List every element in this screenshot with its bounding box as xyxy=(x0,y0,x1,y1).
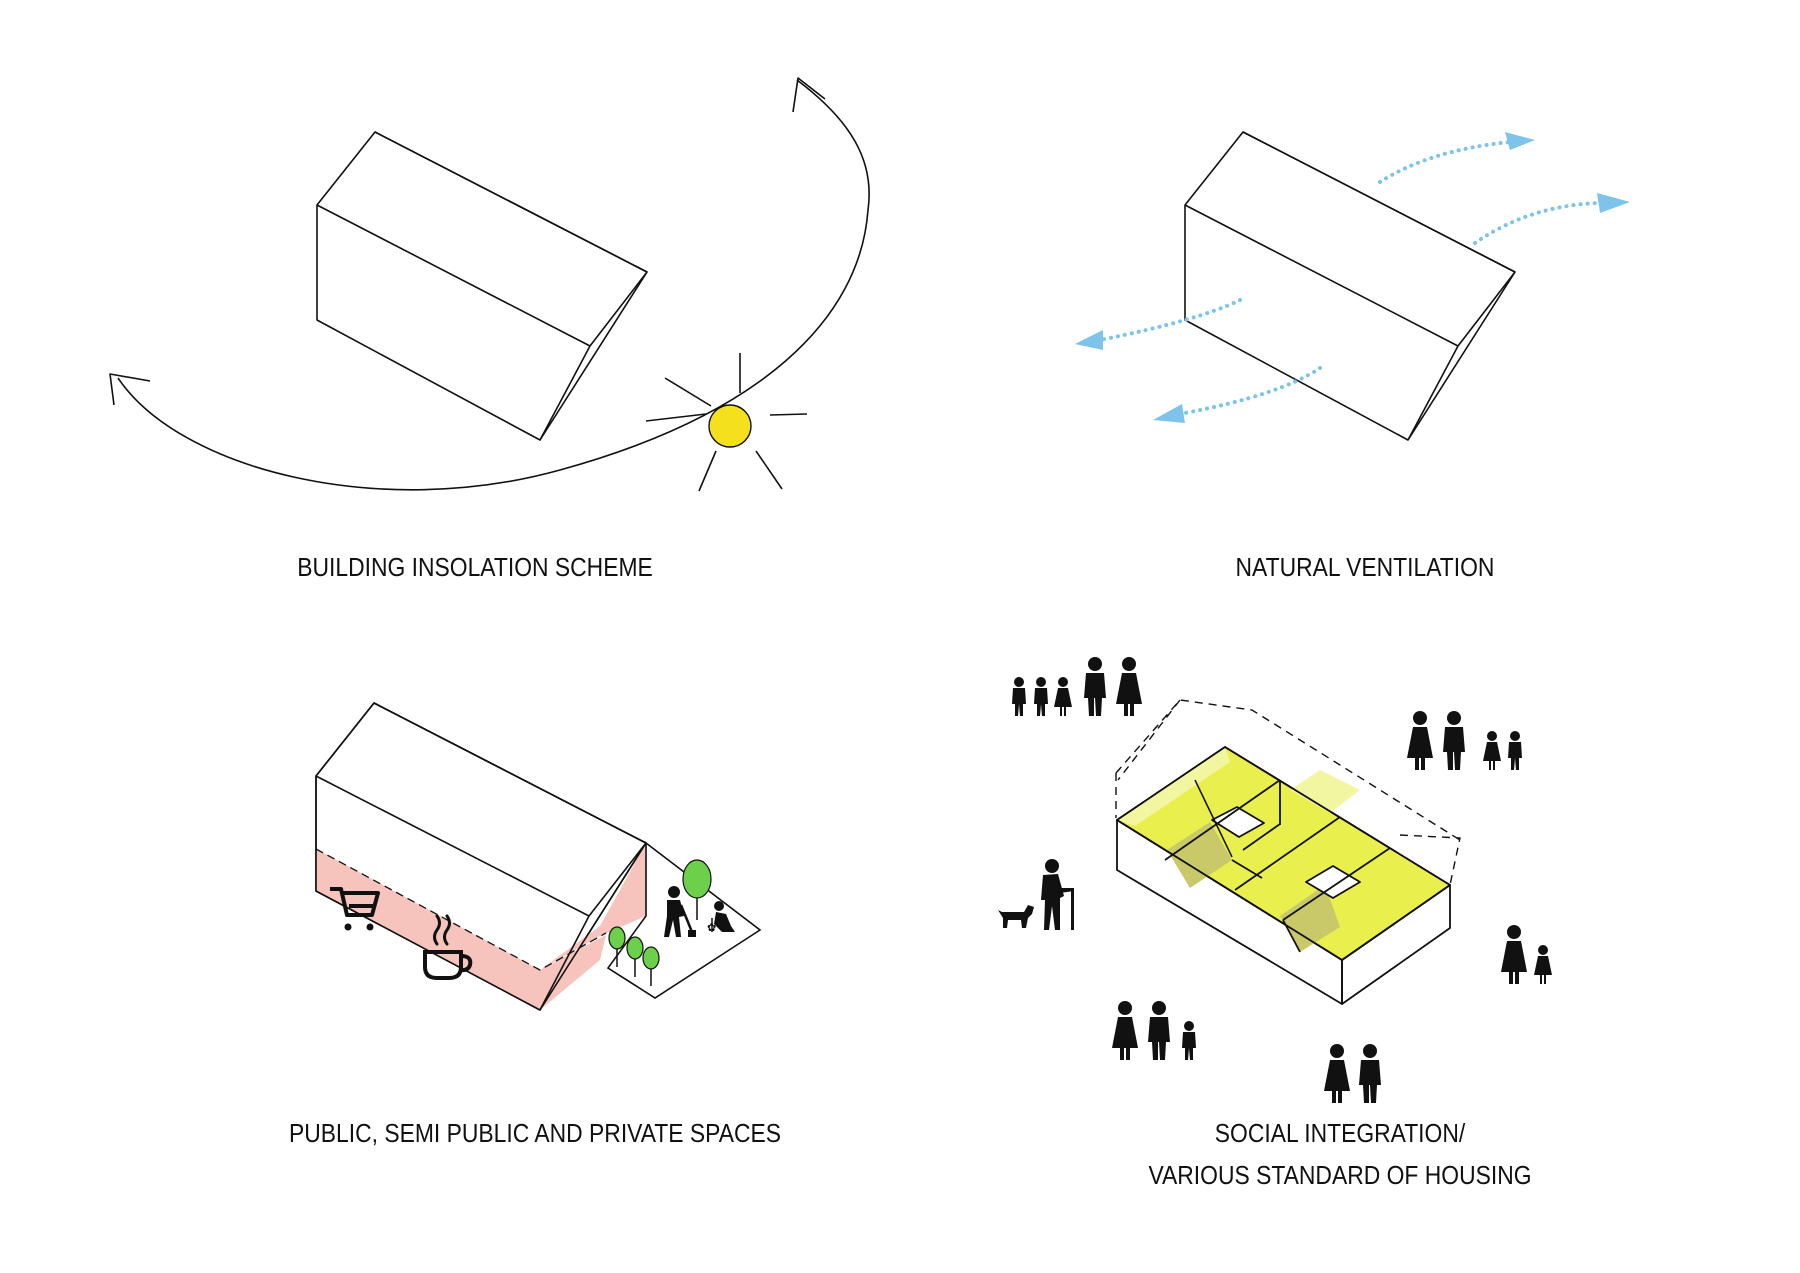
house-volume xyxy=(316,131,648,441)
caption-text: BUILDING INSOLATION SCHEME xyxy=(297,552,653,582)
roof-outline-dashed xyxy=(1115,699,1461,886)
caption-line-2: VARIOUS STANDARD OF HOUSING xyxy=(1148,1160,1532,1190)
dog-icon xyxy=(998,905,1034,928)
person-icon xyxy=(1034,677,1048,716)
caption-text: PUBLIC, SEMI PUBLIC AND PRIVATE SPACES xyxy=(288,1118,782,1148)
residents-group xyxy=(998,657,1552,1103)
person-icon xyxy=(1084,657,1106,716)
person-icon xyxy=(1324,1044,1350,1103)
airflow-arrows xyxy=(1098,140,1602,415)
person-icon xyxy=(1407,711,1433,770)
caption-text: NATURAL VENTILATION xyxy=(1235,552,1495,582)
house-volume xyxy=(1184,131,1516,441)
person-icon xyxy=(1112,1001,1138,1060)
tree-icon xyxy=(608,859,712,986)
arrowhead-left xyxy=(109,373,151,406)
ventilation-caption: NATURAL VENTILATION xyxy=(1167,546,1563,588)
spaces-caption: PUBLIC, SEMI PUBLIC AND PRIVATE SPACES xyxy=(258,1112,812,1154)
sun-path-arrow xyxy=(117,79,870,491)
insolation-caption: BUILDING INSOLATION SCHEME xyxy=(277,546,673,588)
person-icon xyxy=(1534,945,1552,984)
person-icon xyxy=(1501,925,1527,984)
person-icon xyxy=(1054,677,1072,716)
insolation-panel xyxy=(109,77,870,492)
spaces-panel: ✿ xyxy=(315,702,762,1011)
flower-glyph: ✿ xyxy=(707,921,716,934)
coffee-cup-icon xyxy=(423,914,473,980)
caption-line-1: SOCIAL INTEGRATION/ xyxy=(1214,1118,1466,1148)
elderly-person-icon xyxy=(1041,859,1074,930)
person-icon xyxy=(1012,677,1026,716)
airflow-arrowheads xyxy=(1075,132,1630,423)
gardener-icon: ✿ xyxy=(664,886,735,937)
ventilation-panel xyxy=(1075,131,1630,441)
shopping-cart-icon xyxy=(330,887,380,931)
house-volume xyxy=(315,702,647,1011)
person-icon xyxy=(1182,1021,1196,1060)
person-icon xyxy=(1359,1044,1381,1103)
apartment-floorplan xyxy=(1116,746,1451,1005)
person-icon xyxy=(1483,731,1501,770)
arrowhead-top xyxy=(792,77,826,113)
person-icon xyxy=(1116,657,1142,716)
social-panel xyxy=(998,657,1552,1103)
person-icon xyxy=(1148,1001,1170,1060)
person-icon xyxy=(1443,711,1465,770)
social-caption: SOCIAL INTEGRATION/ VARIOUS STANDARD OF … xyxy=(1120,1112,1560,1196)
person-icon xyxy=(1508,731,1522,770)
sun-icon xyxy=(645,353,808,492)
